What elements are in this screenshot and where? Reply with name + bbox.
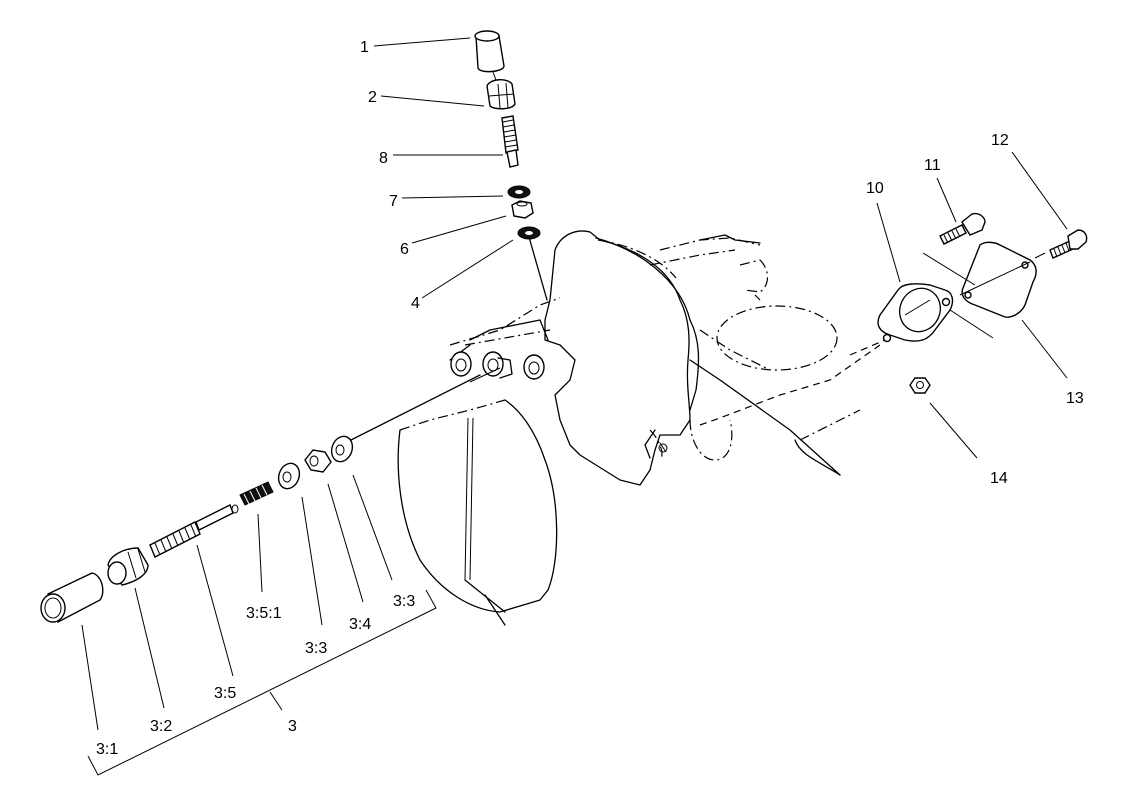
part-4-washer	[517, 226, 541, 240]
callout-3-2: 3:2	[150, 718, 172, 735]
part-3-3-washer-left	[277, 462, 301, 490]
callout-2: 2	[368, 89, 377, 106]
callout-8: 8	[379, 150, 388, 167]
part-13-cover-plate	[961, 241, 1037, 318]
part-3-5-1-spring	[239, 481, 274, 506]
part-14-nut	[909, 377, 931, 394]
part-3-5-valve-stem	[149, 504, 239, 558]
callout-1: 1	[360, 39, 369, 56]
part-3-4-hex-nut	[304, 449, 332, 473]
part-7-washer	[507, 185, 531, 199]
callout-10: 10	[866, 180, 884, 197]
callout-3-4: 3:4	[349, 616, 371, 633]
horizontal-valve-assembly	[40, 367, 501, 623]
part-3-3-washer-right	[330, 435, 354, 463]
callout-12: 12	[991, 132, 1009, 149]
callout-14: 14	[990, 470, 1008, 487]
part-1-cap	[474, 30, 505, 73]
callout-3: 3	[288, 718, 297, 735]
callout-3-3-left: 3:3	[305, 640, 327, 657]
part-10-gasket	[877, 283, 954, 343]
part-2-nut	[486, 79, 516, 110]
pump-housing	[397, 230, 881, 626]
callout-3-1: 3:1	[96, 741, 118, 758]
callout-3-5: 3:5	[214, 685, 236, 702]
part-11-bolt	[939, 212, 986, 245]
callout-11: 11	[924, 157, 941, 174]
part-3-1-cap	[40, 572, 104, 623]
part-8-valve	[501, 115, 519, 168]
callout-13: 13	[1066, 390, 1084, 407]
callout-4: 4	[411, 295, 420, 312]
cover-plate-group	[849, 212, 1088, 394]
callout-3-5-1: 3:5:1	[246, 605, 282, 622]
leader-lines	[81, 37, 1068, 776]
vertical-valve-stack	[474, 30, 548, 301]
callout-7: 7	[389, 193, 398, 210]
callout-3-3-right: 3:3	[393, 593, 415, 610]
part-6-hex-nut	[511, 200, 534, 219]
callout-labels: 1 2 8 7 6 4 10 11 12 13 14 3 3:1 3:2 3:5…	[96, 39, 1084, 758]
part-3-2-nut	[107, 547, 149, 586]
part-12-bolt	[1049, 229, 1088, 259]
callout-6: 6	[400, 241, 409, 258]
